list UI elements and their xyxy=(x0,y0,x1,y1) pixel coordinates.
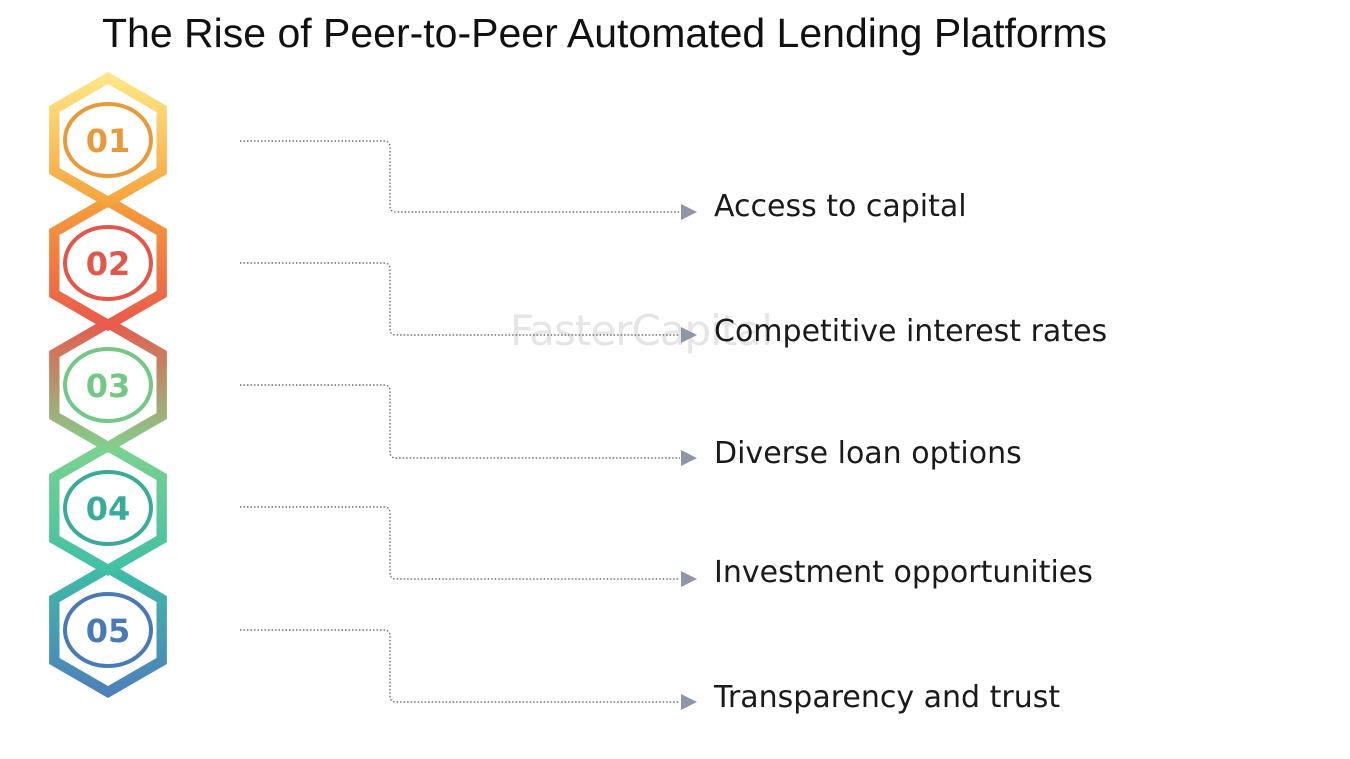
step-label-05: Transparency and trust xyxy=(714,680,1061,715)
connector-line xyxy=(240,140,680,213)
arrow-icon xyxy=(681,204,697,220)
step-hexagon-05: 05 xyxy=(49,562,167,698)
step-badge-03 xyxy=(63,347,153,423)
connector-line xyxy=(240,384,680,459)
step-number: 02 xyxy=(86,245,131,283)
connector-line xyxy=(240,262,680,336)
arrow-icon xyxy=(681,327,697,343)
step-number: 04 xyxy=(86,490,131,528)
step-number: 05 xyxy=(86,612,131,650)
step-badge-05 xyxy=(63,592,153,668)
step-label-04: Investment opportunities xyxy=(714,555,1093,590)
arrow-icon xyxy=(681,571,697,587)
step-hexagon-04: 04 xyxy=(49,440,167,576)
step-hexagon-01: 01 xyxy=(49,72,167,208)
step-hexagon-02: 02 xyxy=(49,195,167,331)
step-label-02: Competitive interest rates xyxy=(714,314,1108,349)
step-number: 03 xyxy=(86,367,131,405)
arrow-icon xyxy=(681,694,697,710)
arrow-icon xyxy=(681,450,697,466)
watermark: FasterCapital xyxy=(510,306,773,355)
step-number: 01 xyxy=(86,122,131,160)
page-title: The Rise of Peer-to-Peer Automated Lendi… xyxy=(102,10,1108,56)
connector-line xyxy=(240,506,680,580)
step-hexagon-03: 03 xyxy=(49,317,167,453)
step-badge-01 xyxy=(63,102,153,178)
step-badge-04 xyxy=(63,470,153,546)
step-label-03: Diverse loan options xyxy=(714,436,1022,471)
step-badge-02 xyxy=(63,225,153,301)
step-label-01: Access to capital xyxy=(714,189,967,224)
connector-line xyxy=(240,629,680,703)
